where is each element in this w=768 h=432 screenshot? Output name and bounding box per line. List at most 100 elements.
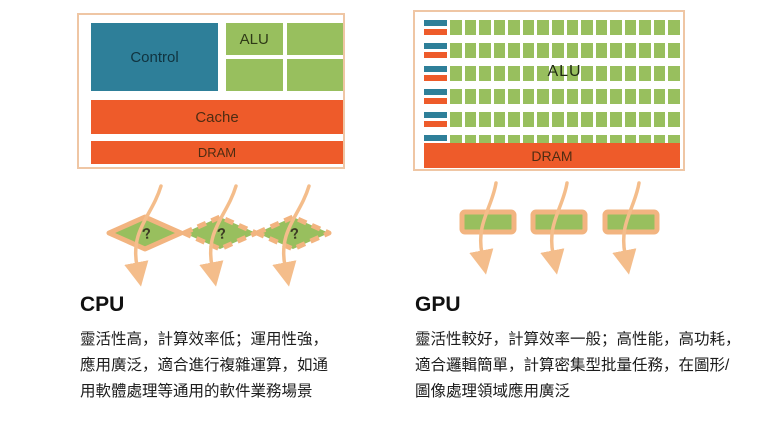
gpu-alu-cell [464,89,477,104]
gpu-alu-cell [551,66,564,81]
gpu-alu-cell [493,66,506,81]
thread-arrow-icon [199,184,238,287]
question-mark-icon: ? [216,225,228,243]
gpu-alu-cell [639,112,651,127]
gpu-control-cache-unit [424,20,447,35]
gpu-alu-cell [566,20,579,35]
gpu-alu-label: ALU [547,63,582,80]
gpu-alu-cell [450,43,462,58]
cpu-control-block: Control [91,23,218,91]
gpu-alu-cell [624,20,637,35]
gpu-alu-cell [668,135,680,150]
gpu-alu-cell [595,43,608,58]
gpu-alu-cell [450,135,462,150]
task-rect-icon [530,209,588,235]
gpu-alu-cell [537,135,549,150]
gpu-alu-row [424,112,680,127]
gpu-alu-cell [581,20,593,35]
branch-diamond-icon [106,214,184,252]
gpu-alu-cell-row [450,43,680,58]
gpu-alu-cell [595,89,608,104]
cpu-alu-label: ALU [239,30,269,48]
gpu-threads-illustration [459,181,660,275]
gpu-alu-cell [508,66,520,81]
gpu-alu-cell [595,135,608,150]
gpu-alu-rows [424,20,680,150]
gpu-alu-cell [551,20,564,35]
thread-arrow-icon [469,181,498,275]
gpu-alu-cell [537,89,549,104]
cpu-thread-3: ? [254,184,332,287]
gpu-alu-cell [639,66,651,81]
gpu-alu-cell [668,43,680,58]
gpu-alu-cell [522,66,535,81]
cpu-cache-block: Cache [91,100,343,134]
task-rect-icon [459,209,517,235]
gpu-alu-cell [639,20,651,35]
gpu-alu-cell [537,20,549,35]
gpu-alu-cell [522,20,535,35]
gpu-description-line: 適合邏輯簡單，計算密集型批量任務，在圖形/ [415,357,730,374]
gpu-alu-cell [581,135,593,150]
gpu-description: 靈活性較好，計算效率一般；高性能，高功耗， 適合邏輯簡單，計算密集型批量任務，在… [415,327,741,405]
gpu-alu-cell [639,89,651,104]
gpu-alu-cell [479,66,491,81]
cpu-threads-illustration: ? ? ? [106,184,332,287]
gpu-control-bar [424,66,447,72]
gpu-alu-cell [668,66,680,81]
gpu-alu-cell-row [450,66,680,81]
gpu-cache-bar [424,98,447,104]
gpu-control-bar [424,135,447,141]
gpu-alu-cell [522,43,535,58]
gpu-alu-cell [624,112,637,127]
gpu-control-cache-unit [424,89,447,104]
gpu-thread-3 [602,181,660,275]
cpu-chip-diagram: Control ALU Cache DRAM [77,13,345,169]
gpu-control-cache-unit [424,112,447,127]
gpu-cache-bar [424,75,447,81]
gpu-alu-cell [493,112,506,127]
gpu-cache-bar [424,121,447,127]
thread-arrow-icon [612,181,641,275]
gpu-dram-block: DRAM [424,143,680,168]
gpu-alu-cell [464,66,477,81]
gpu-alu-cell [668,20,680,35]
gpu-alu-cell [581,66,593,81]
gpu-chip-diagram: ALU DRAM [413,10,685,171]
gpu-alu-cell [595,112,608,127]
cpu-control-label: Control [130,48,179,66]
gpu-alu-cell [464,112,477,127]
gpu-alu-cell [464,43,477,58]
gpu-alu-cell [551,112,564,127]
gpu-alu-cell [639,43,651,58]
gpu-alu-cell [581,89,593,104]
gpu-alu-cell [464,135,477,150]
gpu-control-bar [424,89,447,95]
gpu-alu-cell [668,112,680,127]
cpu-heading: CPU [80,293,125,316]
gpu-heading: GPU [415,293,461,316]
gpu-alu-cell [508,20,520,35]
gpu-alu-cell [624,43,637,58]
gpu-alu-cell [653,43,666,58]
thread-arrow-icon [124,184,163,287]
cpu-thread-2: ? [181,184,259,287]
gpu-alu-cell [508,89,520,104]
cpu-alu-block [286,23,343,55]
gpu-alu-row [424,43,680,58]
gpu-alu-cell [479,112,491,127]
gpu-dram-label: DRAM [531,147,573,164]
gpu-alu-cell [450,20,462,35]
gpu-alu-cell [450,112,462,127]
cpu-alu-block [286,59,343,91]
cpu-alu-block: ALU [226,23,283,55]
gpu-alu-row [424,66,680,81]
gpu-alu-cell [624,66,637,81]
gpu-alu-cell [522,89,535,104]
gpu-alu-cell [551,89,564,104]
gpu-alu-cell [610,112,622,127]
cpu-description: 靈活性高，計算效率低；運用性強， 應用廣泛，適合進行複雜運算，如通 用軟體處理等… [80,327,328,405]
cpu-description-line: 用軟體處理等通用的軟件業務場景 [80,383,313,400]
question-mark-icon: ? [141,225,153,243]
